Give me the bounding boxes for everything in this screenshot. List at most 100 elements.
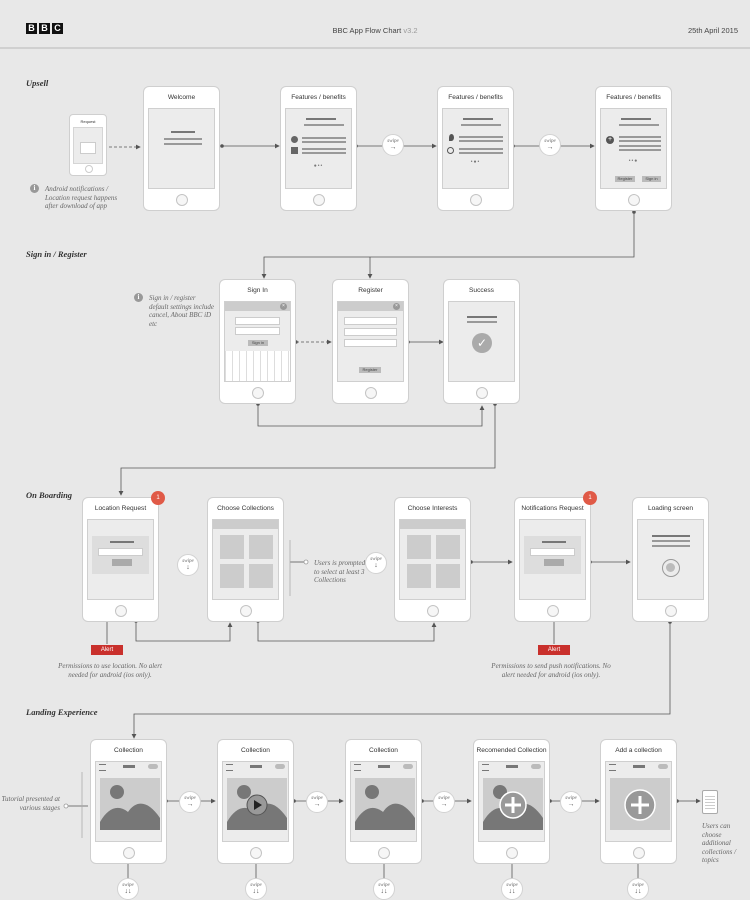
text-line xyxy=(619,140,661,142)
recommended-placeholder xyxy=(483,778,543,830)
menu-icon[interactable] xyxy=(482,764,489,771)
close-icon[interactable]: × xyxy=(393,303,400,310)
form-field[interactable] xyxy=(344,328,397,336)
screen-welcome[interactable]: Welcome xyxy=(143,86,220,211)
version-text: v3.2 xyxy=(403,26,418,35)
signin-button[interactable]: Sign in xyxy=(642,176,661,182)
add-collection-area[interactable] xyxy=(610,778,670,830)
screen-notifications-request[interactable]: Notifications Request xyxy=(514,497,591,622)
home-button[interactable] xyxy=(249,847,262,859)
home-button[interactable] xyxy=(251,387,264,399)
screen-loading[interactable]: Loading screen xyxy=(632,497,709,622)
dialog-button[interactable] xyxy=(112,559,132,566)
screen-area: •●• xyxy=(442,108,509,189)
home-button[interactable] xyxy=(475,387,488,399)
home-button[interactable] xyxy=(469,194,482,206)
note-signin: Sign in / register default settings incl… xyxy=(149,294,214,328)
menu-icon[interactable] xyxy=(226,764,233,771)
text-line xyxy=(304,124,344,126)
home-button[interactable] xyxy=(239,605,252,617)
swipe-label: swipe xyxy=(506,883,518,888)
home-button[interactable] xyxy=(546,605,559,617)
brand-mark xyxy=(378,765,390,768)
screen-recommended-collection[interactable]: Recomended Collection xyxy=(473,739,550,864)
swipe-indicator: swipe ↓ xyxy=(365,552,387,574)
interest-tile[interactable] xyxy=(407,564,431,588)
interest-tile[interactable] xyxy=(407,535,431,559)
screen-features-2[interactable]: Features / benefits •●• xyxy=(437,86,514,211)
keyboard[interactable] xyxy=(225,351,290,381)
close-icon[interactable]: × xyxy=(280,303,287,310)
note-users-can: Users can choose additional collections … xyxy=(702,822,737,864)
screen-choose-interests[interactable]: Choose Interests xyxy=(394,497,471,622)
screen-collection-1[interactable]: Collection xyxy=(90,739,167,864)
home-button[interactable] xyxy=(114,605,127,617)
text-line xyxy=(652,545,690,547)
menu-icon[interactable] xyxy=(99,764,106,771)
dialog-button[interactable] xyxy=(544,559,564,566)
screen-header xyxy=(213,520,278,529)
screen-features-3[interactable]: Features / benefits + ••● Register Sign … xyxy=(595,86,672,211)
swipe-label: swipe xyxy=(565,796,577,801)
home-button[interactable] xyxy=(627,194,640,206)
home-button[interactable] xyxy=(122,847,135,859)
arrow-down-icon: ↓↓ xyxy=(634,887,642,895)
note-push: Permissions to send push notifications. … xyxy=(491,662,611,679)
collection-tile[interactable] xyxy=(220,535,244,559)
form-field[interactable] xyxy=(344,339,397,347)
home-button[interactable] xyxy=(175,194,188,206)
home-button[interactable] xyxy=(664,605,677,617)
screen-collection-2[interactable]: Collection xyxy=(217,739,294,864)
note-location: Permissions to use location. No alert ne… xyxy=(58,662,162,679)
text-line xyxy=(459,140,503,142)
home-button[interactable] xyxy=(377,847,390,859)
collection-tile[interactable] xyxy=(249,564,273,588)
interest-tile[interactable] xyxy=(436,535,460,559)
screen-register[interactable]: Register × Register xyxy=(332,279,409,404)
screen-choose-collections[interactable]: Choose Collections xyxy=(207,497,284,622)
register-submit-button[interactable]: Register xyxy=(359,367,381,373)
swipe-indicator: swipe → xyxy=(539,134,561,156)
arrow-right-icon: → xyxy=(546,143,554,151)
bbc-logo: B B C xyxy=(26,23,63,34)
interest-tile[interactable] xyxy=(436,564,460,588)
password-field[interactable] xyxy=(235,327,280,335)
screen-request[interactable]: Request xyxy=(69,114,107,176)
screen-success[interactable]: Success ✓ xyxy=(443,279,520,404)
screen-area xyxy=(519,519,586,600)
screen-title: Loading screen xyxy=(647,505,694,512)
screen-title: Request xyxy=(80,119,96,124)
home-button[interactable] xyxy=(426,605,439,617)
form-header xyxy=(225,302,290,311)
menu-icon[interactable] xyxy=(609,764,616,771)
home-button[interactable] xyxy=(364,387,377,399)
signin-submit-button[interactable]: Sign in xyxy=(248,340,268,346)
collection-tile[interactable] xyxy=(249,535,273,559)
home-button xyxy=(85,165,93,173)
menu-icon[interactable] xyxy=(354,764,361,771)
form-field[interactable] xyxy=(344,317,397,325)
screen-location-request[interactable]: Location Request xyxy=(82,497,159,622)
home-button[interactable] xyxy=(505,847,518,859)
text-line xyxy=(171,131,195,133)
screen-area xyxy=(73,127,103,164)
screen-sign-in[interactable]: Sign In × Sign in xyxy=(219,279,296,404)
home-button[interactable] xyxy=(632,847,645,859)
arrow-down-icon: ↓ xyxy=(374,561,378,569)
arrow-right-icon: → xyxy=(567,800,575,808)
swipe-label: swipe xyxy=(122,883,134,888)
text-line xyxy=(621,118,651,120)
dialog-field xyxy=(530,548,575,556)
home-button[interactable] xyxy=(312,194,325,206)
screen-title: Success xyxy=(469,287,494,294)
screen-area xyxy=(478,761,545,842)
note-tutorial: Tutorial presented at various stages xyxy=(1,795,60,812)
register-button[interactable]: Register xyxy=(615,176,635,182)
screen-features-1[interactable]: Features / benefits ●•• xyxy=(280,86,357,211)
note-collections: Users is prompted to select at least 3 C… xyxy=(314,559,366,584)
date-text: 25th April 2015 xyxy=(687,26,738,35)
screen-collection-3[interactable]: Collection xyxy=(345,739,422,864)
username-field[interactable] xyxy=(235,317,280,325)
screen-add-collection[interactable]: Add a collection xyxy=(600,739,677,864)
collection-tile[interactable] xyxy=(220,564,244,588)
